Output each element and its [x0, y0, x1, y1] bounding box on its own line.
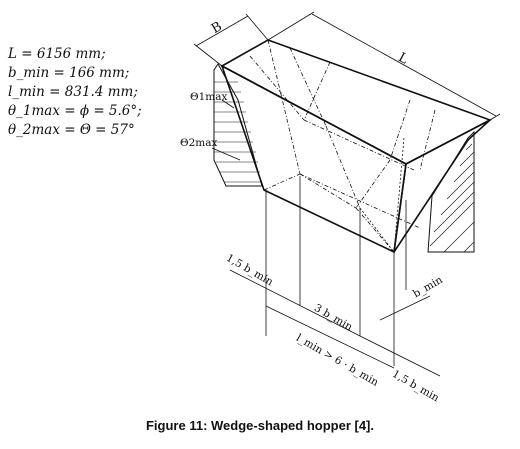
left-hatching: [214, 81, 262, 183]
hidden-edge-7: [303, 119, 415, 171]
equation-L: L = 6156 mm;: [7, 46, 106, 62]
hidden-edge-15: [359, 207, 395, 253]
hidden-edge-6: [249, 55, 305, 121]
L-label: L: [396, 50, 411, 67]
figure-caption: Figure 11: Wedge-shaped hopper [4].: [146, 418, 374, 433]
L-dimension-line: [311, 13, 497, 117]
hidden-edge-2: [299, 173, 357, 209]
hidden-edge-9: [325, 125, 361, 209]
dim-middle: 3 b_min: [312, 302, 355, 334]
L-extension-right: [489, 113, 501, 121]
hidden-edge-4: [355, 207, 395, 253]
dim-right-margin: 1,5 b_min: [390, 368, 441, 405]
dim-bmin: b_min: [411, 274, 445, 301]
left-slope-line: [221, 65, 265, 191]
hidden-edge-3: [263, 173, 301, 191]
right-hatching: [429, 143, 475, 253]
B-extension-right: [245, 13, 269, 41]
equation-theta2: θ_2max = Θ = 57°: [8, 122, 135, 138]
left-hatched-wall: [213, 63, 263, 187]
equation-theta1: θ_1max = ϕ = 5.6°;: [8, 103, 142, 119]
hopper-right-face: [393, 119, 491, 253]
L-extension-left: [267, 11, 315, 41]
hidden-edge-11: [389, 99, 411, 161]
B-extension-left: [193, 43, 223, 67]
dim-line-2: [265, 305, 395, 369]
hidden-edge-14: [393, 137, 405, 253]
right-hatched-wall: [427, 130, 475, 253]
dim-left-margin: 1,5 b_min: [224, 252, 275, 289]
hidden-edge-5: [299, 173, 421, 229]
hopper-drawing: B L Θ1max Θ2max 1,5 b_min 3 b_min b_min …: [180, 11, 501, 405]
theta2max-leader: [211, 147, 241, 161]
equations-block: L = 6156 mm; b_min = 166 mm; l_min = 831…: [7, 46, 142, 138]
dim-line-4: [359, 335, 441, 377]
hidden-edge-10: [303, 61, 331, 121]
equation-lmin: l_min = 831.4 mm;: [8, 84, 138, 100]
hidden-edge-12: [355, 159, 391, 209]
B-label: B: [209, 19, 225, 37]
theta1max-leader: [221, 99, 235, 109]
dim-line-3: [379, 295, 431, 321]
theta1max-label: Θ1max: [190, 91, 228, 103]
dim-line-1: [229, 269, 361, 337]
hidden-edge-1: [267, 39, 301, 175]
hidden-edge-8: [289, 47, 327, 127]
equation-bmin: b_min = 166 mm;: [8, 65, 129, 81]
hidden-edge-13: [419, 109, 436, 171]
B-dimension-line: [195, 15, 249, 47]
theta2max-label: Θ2max: [180, 137, 218, 149]
hopper-top-rim: [220, 39, 492, 165]
